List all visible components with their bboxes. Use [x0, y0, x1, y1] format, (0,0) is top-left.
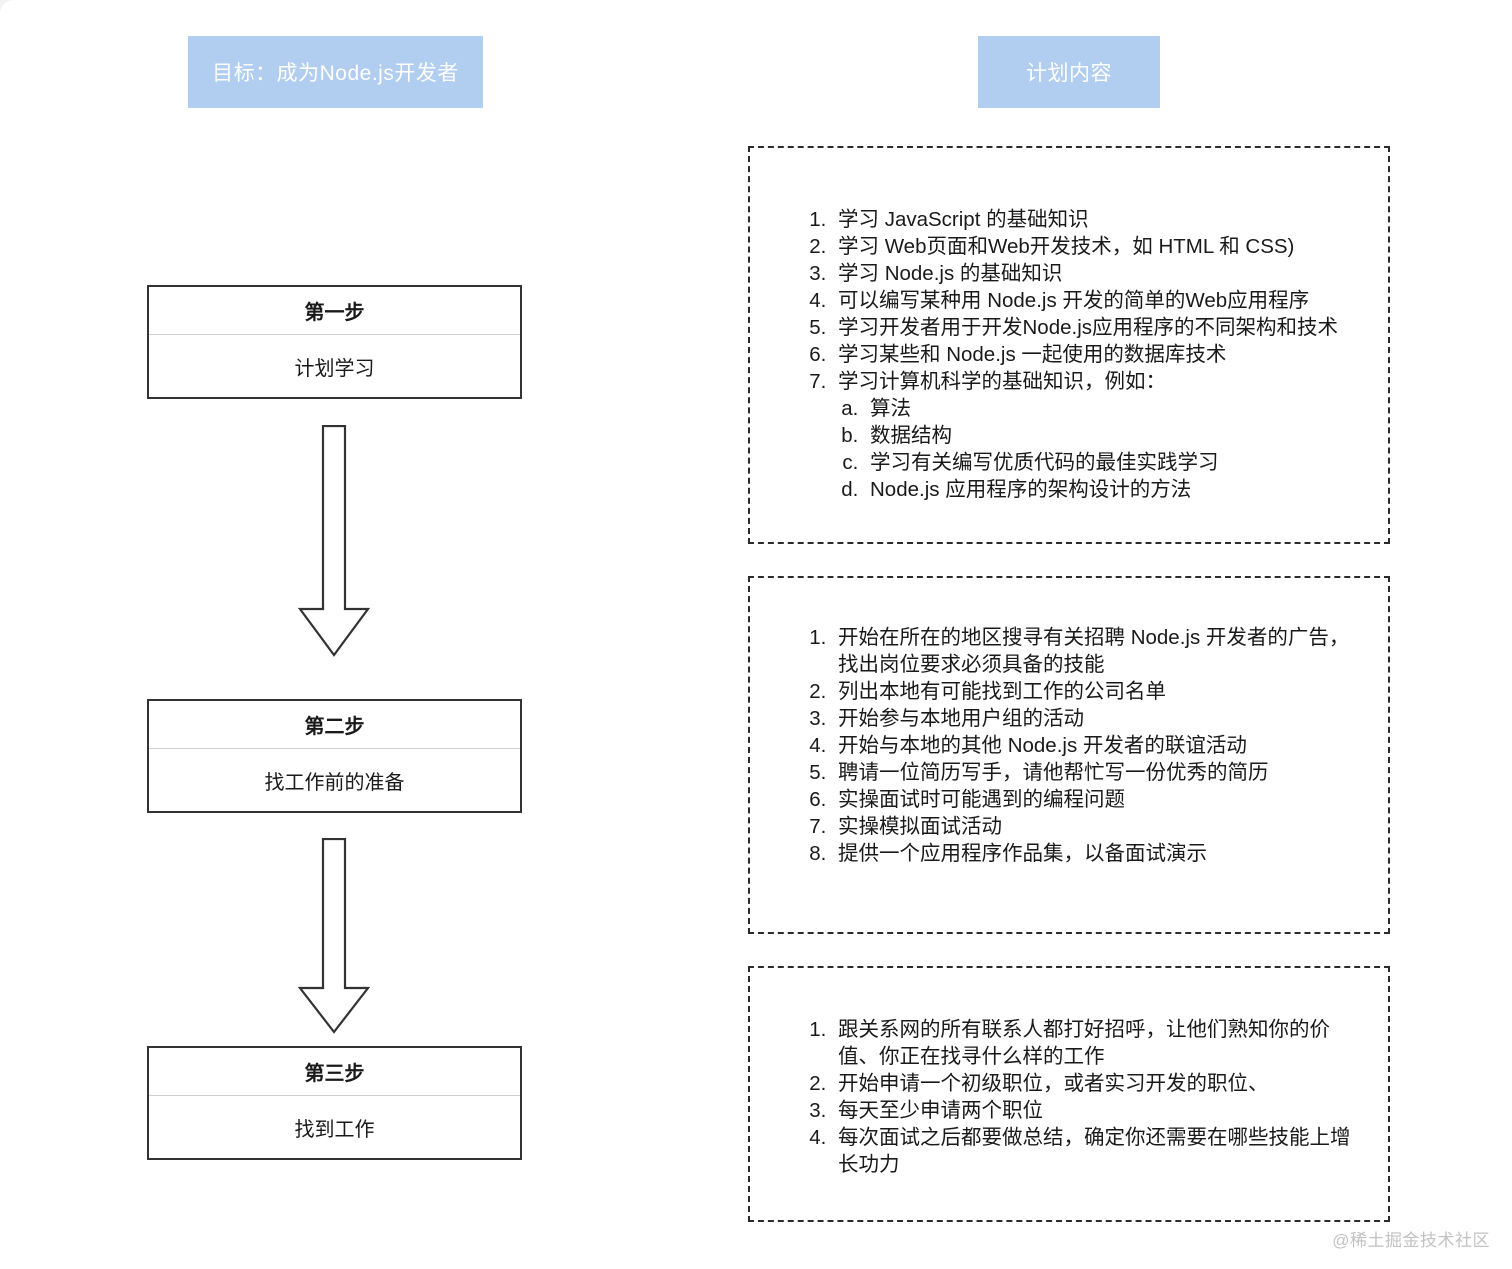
- down-arrow-icon: [298, 425, 370, 657]
- list-item: 学习计算机科学的基础知识，例如： 算法 数据结构 学习有关编写优质代码的最佳实践…: [832, 368, 1362, 503]
- list-item: 开始在所在的地区搜寻有关招聘 Node.js 开发者的广告，找出岗位要求必须具备…: [832, 624, 1362, 678]
- step-box-1: 第一步 计划学习: [147, 285, 522, 399]
- list-item: 每天至少申请两个职位: [832, 1097, 1362, 1124]
- step-box-2: 第二步 找工作前的准备: [147, 699, 522, 813]
- list-item: 实操面试时可能遇到的编程问题: [832, 786, 1362, 813]
- list-item: 聘请一位简历写手，请他帮忙写一份优秀的简历: [832, 759, 1362, 786]
- list-item: 开始申请一个初级职位，或者实习开发的职位、: [832, 1070, 1362, 1097]
- step-3-title: 第三步: [149, 1048, 520, 1096]
- list-item-text: 学习计算机科学的基础知识，例如：: [838, 370, 1166, 393]
- list-item: 学习 JavaScript 的基础知识: [832, 206, 1362, 233]
- list-item: 提供一个应用程序作品集，以备面试演示: [832, 840, 1362, 867]
- plan-panel-step-2: 开始在所在的地区搜寻有关招聘 Node.js 开发者的广告，找出岗位要求必须具备…: [748, 576, 1390, 934]
- list-item: 学习开发者用于开发Node.js应用程序的不同架构和技术: [832, 314, 1362, 341]
- list-item: 开始参与本地用户组的活动: [832, 705, 1362, 732]
- list-item: 跟关系网的所有联系人都打好招呼，让他们熟知你的价值、你正在找寻什么样的工作: [832, 1016, 1362, 1070]
- list-item: 学习 Node.js 的基础知识: [832, 260, 1362, 287]
- list-item: 学习某些和 Node.js 一起使用的数据库技术: [832, 341, 1362, 368]
- plan-header-label: 计划内容: [978, 36, 1160, 108]
- step-2-title: 第二步: [149, 701, 520, 749]
- step-1-body: 计划学习: [294, 357, 375, 380]
- watermark: @稀土掘金技术社区: [1332, 1231, 1490, 1250]
- list-item: 可以编写某种用 Node.js 开发的简单的Web应用程序: [832, 287, 1362, 314]
- list-item: 列出本地有可能找到工作的公司名单: [832, 678, 1362, 705]
- list-item: 每次面试之后都要做总结，确定你还需要在哪些技能上增长功力: [832, 1124, 1362, 1178]
- list-item: 学习 Web页面和Web开发技术，如 HTML 和 CSS): [832, 233, 1362, 260]
- plan-list-3: 跟关系网的所有联系人都打好招呼，让他们熟知你的价值、你正在找寻什么样的工作 开始…: [750, 968, 1388, 1178]
- plan-list-2: 开始在所在的地区搜寻有关招聘 Node.js 开发者的广告，找出岗位要求必须具备…: [750, 578, 1388, 867]
- list-item: 实操模拟面试活动: [832, 813, 1362, 840]
- step-1-title: 第一步: [149, 287, 520, 335]
- step-3-body: 找到工作: [294, 1118, 375, 1141]
- list-item: 开始与本地的其他 Node.js 开发者的联谊活动: [832, 732, 1362, 759]
- step-2-body: 找工作前的准备: [264, 771, 405, 794]
- plan-sublist-1: 算法 数据结构 学习有关编写优质代码的最佳实践学习 Node.js 应用程序的架…: [838, 395, 1362, 503]
- plan-list-1: 学习 JavaScript 的基础知识 学习 Web页面和Web开发技术，如 H…: [750, 148, 1388, 503]
- plan-panel-step-3: 跟关系网的所有联系人都打好招呼，让他们熟知你的价值、你正在找寻什么样的工作 开始…: [748, 966, 1390, 1222]
- sub-list-item: 算法: [864, 395, 1362, 422]
- goal-header-label: 目标：成为Node.js开发者: [188, 36, 483, 108]
- sub-list-item: 数据结构: [864, 422, 1362, 449]
- plan-panel-step-1: 学习 JavaScript 的基础知识 学习 Web页面和Web开发技术，如 H…: [748, 146, 1390, 544]
- down-arrow-icon: [298, 838, 370, 1034]
- step-box-3: 第三步 找到工作: [147, 1046, 522, 1160]
- sub-list-item: 学习有关编写优质代码的最佳实践学习: [864, 449, 1362, 476]
- sub-list-item: Node.js 应用程序的架构设计的方法: [864, 476, 1362, 503]
